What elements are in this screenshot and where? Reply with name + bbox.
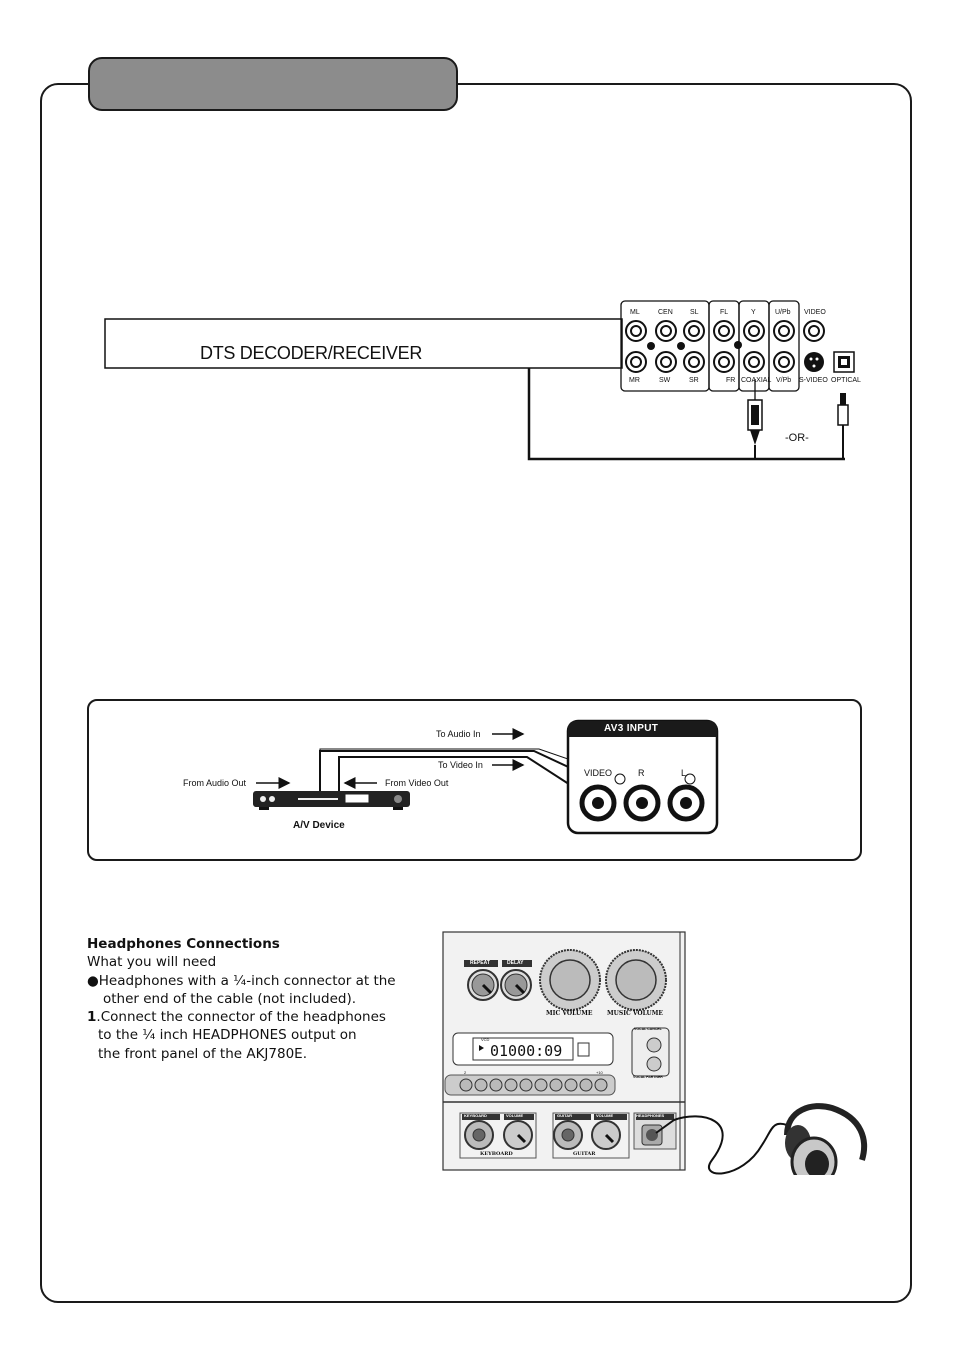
av-diagram xyxy=(253,719,719,835)
vocal-cancel-label: VOCAL CANCEL xyxy=(634,1027,662,1031)
step-line: 1.Connect the connector of the headphone… xyxy=(87,1009,386,1026)
guitar-volume-label: VOLUME xyxy=(596,1113,614,1118)
headphones-instructions: Headphones Connections What you will nee… xyxy=(87,935,417,1063)
receiver-title: DTS DECODER/RECEIVER xyxy=(200,343,423,363)
av-connection-panel xyxy=(87,699,862,861)
jack-label-r: R xyxy=(638,768,645,778)
jack-label-y: Y xyxy=(751,309,756,316)
keyboard-jack-label: KEYBOARD xyxy=(464,1113,487,1118)
display-tag: VCD xyxy=(481,1037,490,1042)
jack-label-l: L xyxy=(681,768,687,778)
step-number: 1 xyxy=(87,1009,97,1026)
from-video-out-label: From Video Out xyxy=(385,778,449,788)
jack-label-sw: SW xyxy=(659,377,671,384)
step-line-2: to the ¼ inch HEADPHONES output on xyxy=(98,1027,357,1044)
jack-label-vpb: V/Pb xyxy=(776,377,792,384)
jack-label-coaxial: COAXIAL xyxy=(741,377,772,384)
from-audio-out-label: From Audio Out xyxy=(183,778,247,788)
what-you-need: What you will need xyxy=(87,954,217,971)
headphones-title: Headphones Connections xyxy=(87,936,280,952)
vocal-partner-label: VOCAL PARTNER xyxy=(633,1075,663,1079)
jack-label-sl: SL xyxy=(690,309,699,316)
guitar-jack-label: GUITAR xyxy=(557,1113,573,1118)
jack-label-mr: MR xyxy=(629,377,640,384)
number-button-1: 2 xyxy=(464,1070,467,1075)
keyboard-section-label: KEYBOARD xyxy=(480,1151,513,1157)
headphones-jack-label: HEADPHONES xyxy=(636,1113,665,1118)
to-video-in-label: To Video In xyxy=(438,760,483,770)
delay-label: DELAY xyxy=(507,960,524,966)
number-button-plus10: +10 xyxy=(596,1070,603,1075)
jack-label-video: VIDEO xyxy=(804,309,826,316)
jack-label-ml: ML xyxy=(630,309,640,316)
av-device-label: A/V Device xyxy=(293,820,345,831)
mic-volume-label: MIC VOLUME xyxy=(546,1010,593,1017)
bullet-line: ●Headphones with a ¼-inch connector at t… xyxy=(87,972,396,989)
display-value: 01000:09 xyxy=(490,1042,563,1060)
jack-label-svideo: S-VIDEO xyxy=(799,377,828,384)
jack-label-video-in: VIDEO xyxy=(584,768,613,778)
av3-input-title: AV3 INPUT xyxy=(604,723,659,734)
keyboard-volume-label: VOLUME xyxy=(506,1113,524,1118)
repeat-label: REPEAT xyxy=(470,960,490,966)
section-tab xyxy=(88,57,458,111)
bullet-dot-icon: ● xyxy=(87,972,99,989)
jack-label-upb: U/Pb xyxy=(775,309,791,316)
guitar-section-label: GUITAR xyxy=(573,1151,596,1157)
music-volume-label: MUSIC VOLUME xyxy=(607,1010,663,1017)
jack-label-fl: FL xyxy=(720,309,729,316)
receiver-diagram xyxy=(104,300,855,461)
or-label: -OR- xyxy=(785,432,809,444)
to-audio-in-label: To Audio In xyxy=(436,729,481,739)
jack-label-cen: CEN xyxy=(658,309,673,316)
page-frame xyxy=(40,83,912,1303)
front-panel-illustration xyxy=(442,931,868,1175)
step-line-3: the front panel of the AKJ780E. xyxy=(98,1045,308,1062)
jack-label-fr: FR xyxy=(726,377,736,384)
bullet-line-cont: other end of the cable (not included). xyxy=(103,990,357,1007)
jack-label-sr: SR xyxy=(689,377,699,384)
jack-label-optical: OPTICAL xyxy=(831,377,861,384)
